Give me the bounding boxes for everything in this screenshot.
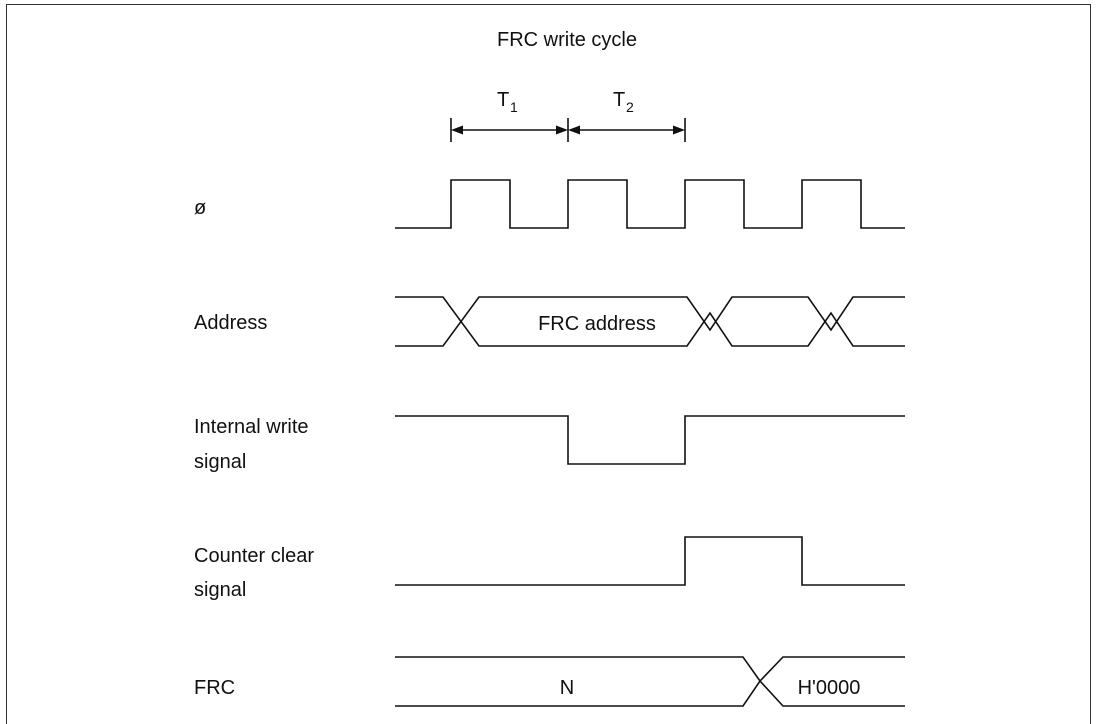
- period-t2-main: T: [613, 89, 625, 111]
- diagram-title: FRC write cycle: [497, 29, 637, 51]
- frc-bus-waveform: [395, 656, 905, 707]
- t1-arrow-left-head: [451, 125, 463, 135]
- t2-arrow-left-head: [568, 125, 580, 135]
- internal-write-label-line1: Internal write: [194, 416, 309, 438]
- address-bus-value: FRC address: [538, 313, 656, 335]
- frc-label: FRC: [194, 677, 235, 699]
- period-t2-sub: 2: [626, 99, 634, 115]
- period-t1-sub: 1: [510, 99, 518, 115]
- period-t1-main: T: [497, 89, 509, 111]
- period-t2-label: T 2: [613, 89, 634, 115]
- frc-value-before: N: [560, 677, 574, 699]
- phi-label: ø: [194, 197, 206, 219]
- frc-value-after: H'0000: [798, 677, 861, 699]
- t2-arrow-right-head: [673, 125, 685, 135]
- address-bus-waveform: [395, 296, 905, 347]
- address-label: Address: [194, 312, 267, 334]
- period-arrows: [450, 118, 686, 142]
- counter-clear-label-line2: signal: [194, 579, 246, 601]
- internal-write-waveform: [395, 415, 905, 465]
- counter-clear-waveform: [395, 536, 905, 586]
- counter-clear-label-line1: Counter clear: [194, 545, 314, 567]
- internal-write-label-line2: signal: [194, 451, 246, 473]
- diagram-frame: [6, 4, 1091, 724]
- phi-clock-waveform: [395, 179, 905, 229]
- period-t1-label: T 1: [497, 89, 518, 115]
- t1-arrow-right-head: [556, 125, 568, 135]
